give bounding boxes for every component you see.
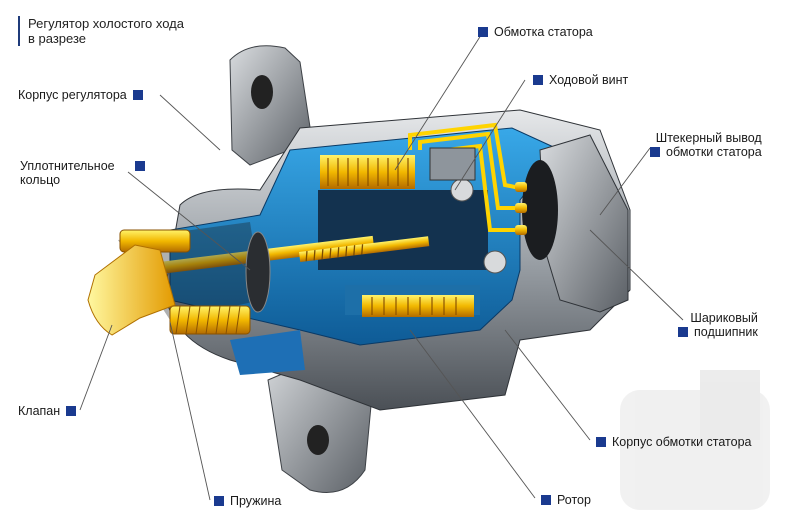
- label-text: Обмотка статора: [494, 25, 593, 39]
- valve-cone: [87, 244, 176, 336]
- marker-square: [214, 496, 224, 506]
- marker-square: [541, 495, 551, 505]
- diagram-title: Регулятор холостого хода в разрезе: [18, 16, 184, 46]
- label-text: Уплотнительное: [20, 159, 115, 173]
- marker-square: [533, 75, 543, 85]
- label-text: Ротор: [557, 493, 591, 507]
- mounting-flange: [229, 45, 313, 166]
- rotor-block: [429, 147, 476, 181]
- label-text: подшипник: [694, 325, 758, 339]
- label-valve: Клапан: [18, 404, 77, 418]
- bearing-ball-bottom: [483, 250, 507, 274]
- faded-background-part: [620, 370, 770, 510]
- label-spring: Пружина: [214, 494, 281, 508]
- label-stator-winding: Обмотка статора: [478, 25, 593, 39]
- label-text: Ходовой винт: [549, 73, 629, 87]
- label-text: Штекерный вывод: [655, 131, 762, 145]
- connector-pins: [515, 182, 527, 235]
- stator-cavity: [318, 190, 488, 270]
- seal-ring: [245, 231, 271, 313]
- label-text: Корпус обмотки статора: [612, 435, 752, 449]
- label-stator-housing: Корпус обмотки статора: [596, 435, 752, 449]
- marker-square: [134, 161, 145, 171]
- label-text: Клапан: [18, 404, 61, 418]
- label-text: обмотки статора: [666, 145, 762, 159]
- marker-square: [678, 327, 688, 337]
- bearing-ball-top: [450, 178, 474, 202]
- label-text: Шариковый: [690, 311, 758, 325]
- marker-square: [478, 27, 488, 37]
- stator-winding-top: [320, 155, 415, 189]
- title-line-1: Регулятор холостого хода: [28, 16, 184, 31]
- flange-hole-bottom: [307, 425, 329, 455]
- label-ball-bearing: Шариковый подшипник: [678, 311, 758, 339]
- label-connector-output: Штекерный вывод обмотки статора: [650, 131, 762, 159]
- label-seal-ring: Уплотнительное кольцо: [20, 159, 145, 187]
- stator-winding-bottom: [362, 295, 474, 317]
- label-rotor: Ротор: [541, 493, 591, 507]
- label-text: кольцо: [20, 173, 61, 187]
- lead-screw: [299, 236, 430, 262]
- connector-socket: [522, 160, 558, 260]
- marker-square: [132, 90, 143, 100]
- label-regulator-body: Корпус регулятора: [18, 88, 143, 102]
- label-text: Пружина: [230, 494, 282, 508]
- title-line-2: в разрезе: [28, 31, 87, 46]
- label-lead-screw: Ходовой винт: [533, 73, 628, 87]
- flange-hole-top: [251, 75, 273, 109]
- marker-square: [650, 147, 660, 157]
- leader-lines: [79, 31, 684, 501]
- marker-square: [596, 437, 606, 447]
- front-blue-face: [230, 330, 305, 375]
- label-text: Корпус регулятора: [18, 88, 127, 102]
- marker-square: [66, 406, 77, 416]
- connector-housing: [539, 134, 629, 313]
